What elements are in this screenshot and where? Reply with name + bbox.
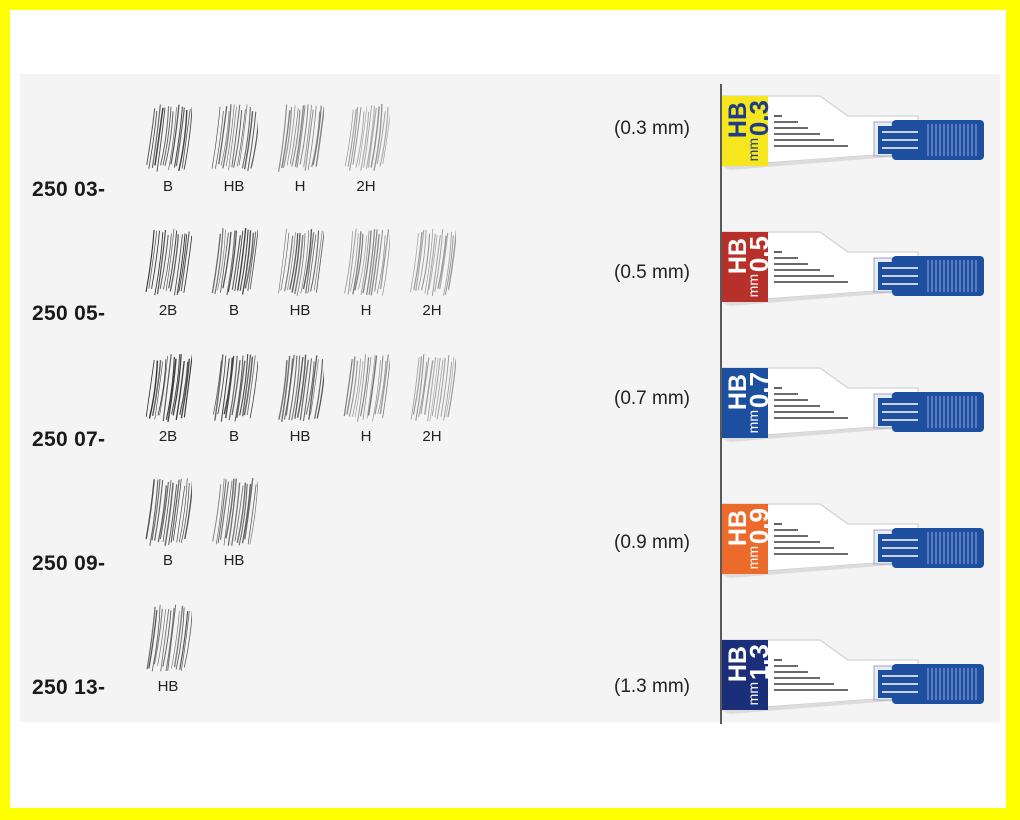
grade-label: H: [360, 428, 372, 445]
grade-label: HB: [223, 178, 245, 195]
stroke-sample: HB: [210, 476, 258, 576]
case-unit: mm: [745, 410, 761, 434]
stroke-sample: 2H: [408, 352, 456, 452]
grade-label: H: [294, 178, 306, 195]
lead-case-1-3: 1.3 mm HB: [722, 638, 992, 714]
row-code: 250 05-: [32, 302, 106, 325]
grade-label: B: [162, 552, 173, 569]
case-grade: HB: [724, 646, 752, 683]
stroke-sample: HB: [276, 352, 324, 452]
grade-label: HB: [289, 302, 311, 319]
case-grade: HB: [724, 374, 752, 411]
grade-label: 2B: [158, 302, 178, 319]
row-code: 250 09-: [32, 552, 106, 575]
stroke-sample: H: [342, 352, 390, 452]
case-unit: mm: [745, 682, 761, 706]
lead-case-0-5: 0.5 mm HB: [722, 230, 992, 306]
row-code: 250 07-: [32, 428, 106, 451]
grade-label: H: [360, 302, 372, 319]
size-label: (1.3 mm): [614, 676, 690, 697]
stroke-sample: 2H: [408, 226, 456, 326]
stroke-sample: H: [276, 102, 324, 202]
stroke-sample: B: [144, 102, 192, 202]
stroke-sample: HB: [276, 226, 324, 326]
stroke-sample: H: [342, 226, 390, 326]
case-unit: mm: [745, 546, 761, 570]
grade-label: 2H: [422, 428, 442, 445]
lead-case-0-7: 0.7 mm HB: [722, 366, 992, 442]
stroke-sample: HB: [210, 102, 258, 202]
grade-label: HB: [157, 678, 179, 695]
grade-label: 2H: [422, 302, 442, 319]
case-grade: HB: [724, 510, 752, 547]
yellow-border-frame: 250 03- B HB H 2H 250 05- 2B B HB H 2H 2…: [10, 10, 1006, 808]
stroke-sample: HB: [144, 602, 192, 702]
stroke-sample: 2H: [342, 102, 390, 202]
case-unit: mm: [745, 138, 761, 162]
row-code: 250 03-: [32, 178, 106, 201]
grade-label: 2B: [158, 428, 178, 445]
stroke-sample: B: [210, 352, 258, 452]
case-grade: HB: [724, 238, 752, 275]
size-label: (0.3 mm): [614, 118, 690, 139]
grade-label: HB: [223, 552, 245, 569]
grade-label: B: [228, 428, 239, 445]
stroke-sample: 2B: [144, 352, 192, 452]
case-unit: mm: [745, 274, 761, 298]
stroke-sample: B: [210, 226, 258, 326]
row-code: 250 13-: [32, 676, 106, 699]
size-label: (0.5 mm): [614, 262, 690, 283]
stroke-sample: B: [144, 476, 192, 576]
grade-label: B: [162, 178, 173, 195]
case-grade: HB: [724, 102, 752, 139]
lead-chart-panel: 250 03- B HB H 2H 250 05- 2B B HB H 2H 2…: [20, 74, 1000, 724]
grade-label: 2H: [356, 178, 376, 195]
lead-case-0-9: 0.9 mm HB: [722, 502, 992, 578]
lead-case-0-3: 0.3 mm HB: [722, 94, 992, 170]
divider-line: [720, 84, 722, 724]
stroke-sample: 2B: [144, 226, 192, 326]
grade-label: HB: [289, 428, 311, 445]
size-label: (0.9 mm): [614, 532, 690, 553]
grade-label: B: [228, 302, 239, 319]
size-label: (0.7 mm): [614, 388, 690, 409]
